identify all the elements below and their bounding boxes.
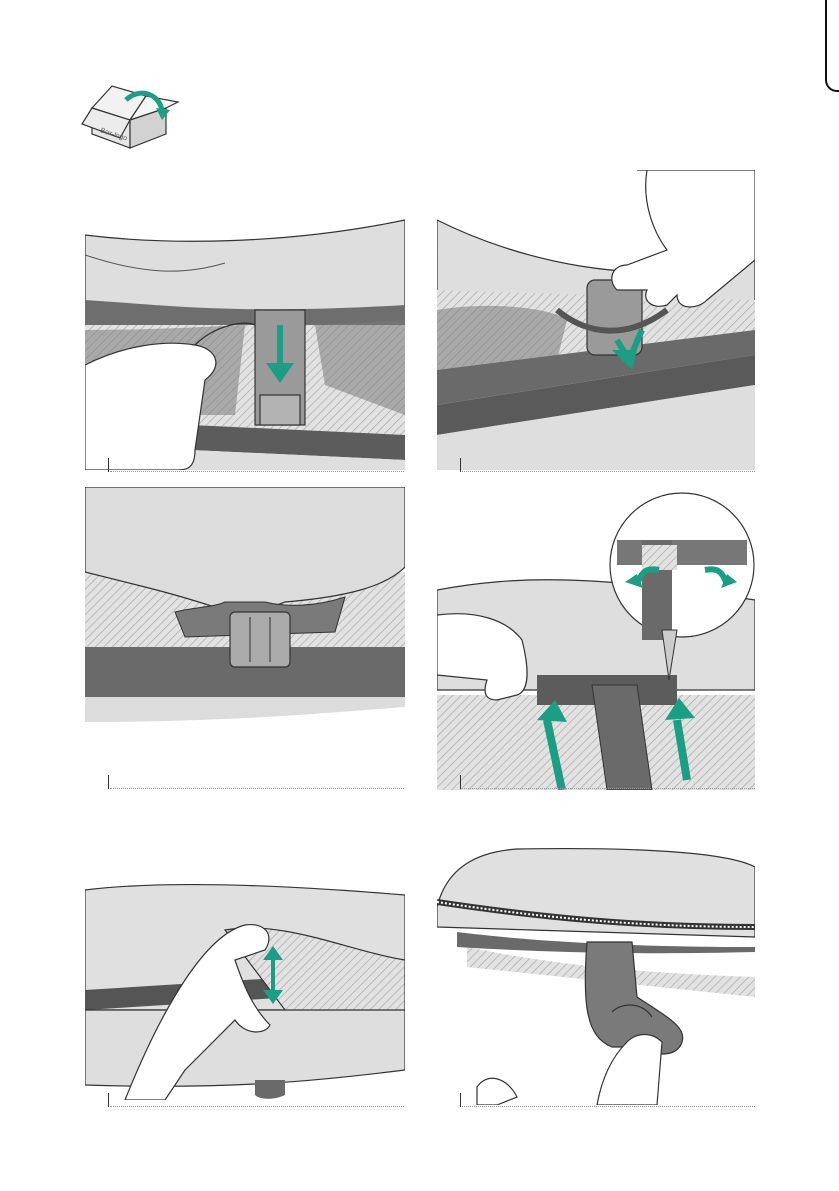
open-box-icon: Box-logo [80, 80, 180, 150]
step-1-illustration [85, 215, 405, 470]
step-1-baseline [108, 458, 404, 472]
step-2-illustration [437, 170, 755, 470]
step-5-illustration [85, 870, 405, 1100]
step-3-baseline [108, 775, 404, 789]
step-2-baseline [460, 458, 755, 472]
step-6-illustration [437, 847, 755, 1105]
step-6-baseline [460, 1093, 755, 1107]
step-5-baseline [108, 1093, 404, 1107]
step-3-illustration [85, 487, 405, 727]
page-edge-marker [825, 0, 839, 92]
step-4-baseline [460, 775, 755, 789]
step-4-illustration [437, 490, 755, 790]
